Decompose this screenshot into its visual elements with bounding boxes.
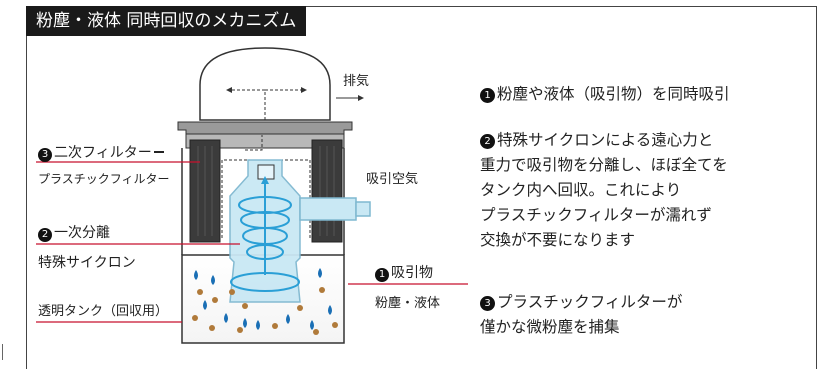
- desc-2-line-5: 交換が不要になります: [480, 231, 636, 249]
- arrow-left-head: [226, 87, 232, 93]
- desc-3-line-2: 僅かな微粉塵を捕集: [480, 318, 620, 336]
- suction-text: 吸引物: [391, 265, 433, 281]
- cyclone-top-pipe: [257, 164, 275, 180]
- arrow-right-head: [301, 87, 307, 93]
- cyclone-swirl: [230, 178, 300, 292]
- exhaust-dome: [199, 47, 331, 121]
- desc-2-line-4: プラスチックフィルターが濡れず: [480, 206, 712, 224]
- water-droplets: [194, 268, 332, 330]
- dust-particles: [192, 287, 338, 335]
- diagram-title: 粉塵・液体 同時回収のメカニズム: [26, 6, 307, 36]
- plastic-filter-label: プラスチックフィルター: [38, 172, 170, 186]
- step-2-badge: 2: [38, 228, 52, 242]
- step-1-badge: 1: [375, 268, 389, 282]
- desc-2-line-1: 特殊サイクロンによる遠心力と: [497, 131, 714, 149]
- dust-liquid-label: 粉塵・液体: [375, 296, 441, 311]
- primary-separation-text: 一次分離: [54, 225, 110, 241]
- clear-tank-label: 透明タンク（回収用）: [38, 304, 169, 319]
- desc-1-badge: 1: [480, 88, 495, 103]
- desc-2-badge: 2: [480, 134, 495, 149]
- desc-3-badge: 3: [480, 296, 495, 311]
- special-cyclone-label: 特殊サイクロン: [38, 255, 136, 271]
- label-dash: [153, 151, 164, 153]
- swirl-arrow-head: [261, 176, 269, 184]
- desc-3-line-1: プラスチックフィルターが: [497, 293, 683, 311]
- leader-lines: [36, 161, 468, 323]
- desc-2-line-3: タンク内へ回収。これにより: [480, 181, 682, 199]
- exhaust-label: 排気: [343, 74, 370, 89]
- desc-1-line-1: 粉塵や液体（吸引物）を同時吸引: [497, 85, 730, 103]
- lid-flange: [177, 121, 353, 135]
- frame-left-border: [26, 36, 27, 369]
- edge-marker: [2, 344, 3, 360]
- frame-top-border: [26, 6, 817, 7]
- desc-2-line-2: 重力で吸引物を分離し、ほぼ全てを: [480, 156, 728, 174]
- lid-band: [185, 133, 345, 149]
- secondary-filter-text: 二次フィルター: [54, 145, 152, 161]
- intake-pipe: [299, 197, 357, 221]
- step-3-badge: 3: [38, 148, 52, 162]
- exhaust-flow-arrows: [228, 89, 305, 120]
- intake-air-label: 吸引空気: [366, 172, 419, 187]
